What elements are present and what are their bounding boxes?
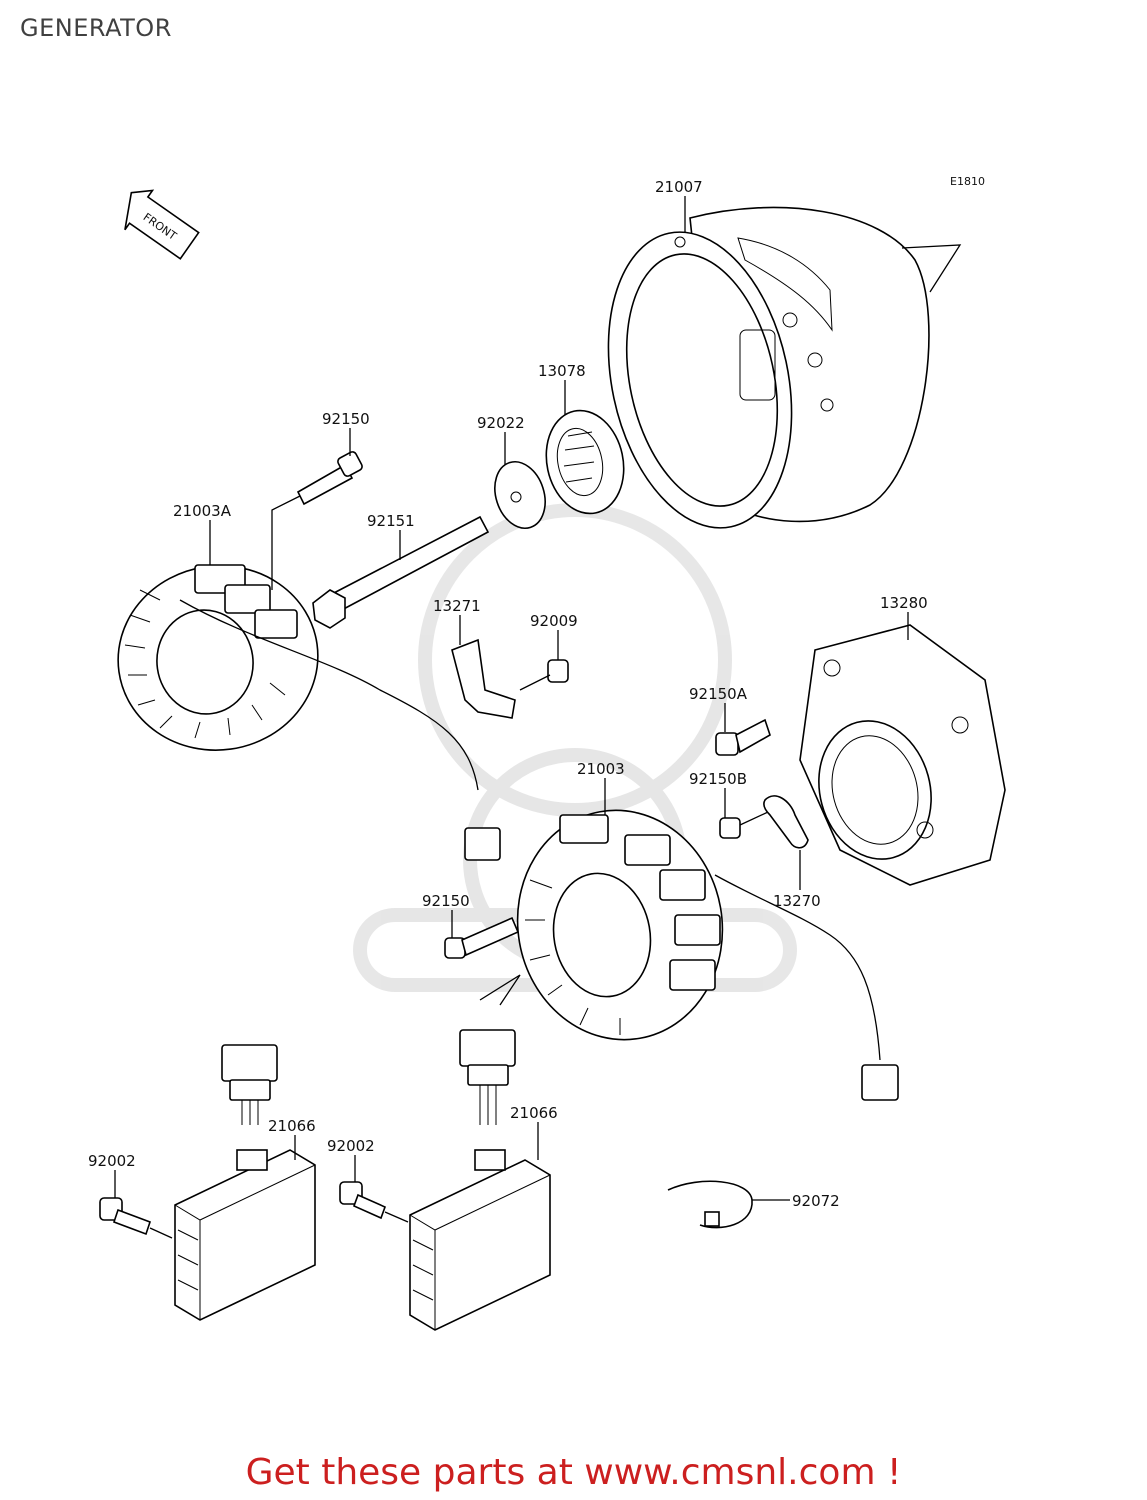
diagram-code: E1810 <box>950 175 985 188</box>
label-92151: 92151 <box>367 512 415 530</box>
label-13280: 13280 <box>880 594 928 612</box>
bolt-92002-right[interactable] <box>339 1181 409 1223</box>
regulator-21066-right[interactable] <box>409 1029 551 1331</box>
label-13271: 13271 <box>433 597 481 615</box>
stator-21003[interactable] <box>479 794 899 1101</box>
rotor-21007[interactable] <box>583 206 962 545</box>
label-21003: 21003 <box>577 760 625 778</box>
bolt-92151[interactable] <box>312 515 490 629</box>
label-13078: 13078 <box>538 362 586 380</box>
front-arrow-icon: FRONT <box>124 189 200 260</box>
bolt-92009[interactable] <box>519 659 569 691</box>
label-92022: 92022 <box>477 414 525 432</box>
buy-parts-link[interactable]: Get these parts at www.cmsnl.com ! <box>245 1452 902 1493</box>
label-92002-right: 92002 <box>327 1137 375 1155</box>
bolt-92150-middle[interactable] <box>444 916 520 959</box>
label-92072: 92072 <box>792 1192 840 1210</box>
cover-13280[interactable] <box>799 624 1006 886</box>
page-title: GENERATOR <box>20 14 172 42</box>
label-21007: 21007 <box>655 178 703 196</box>
label-13270: 13270 <box>773 892 821 910</box>
stator-21003A[interactable] <box>106 553 501 861</box>
label-92150A: 92150A <box>689 685 748 703</box>
washer-92022[interactable] <box>487 455 554 535</box>
label-92150-middle: 92150 <box>422 892 470 910</box>
gear-13078[interactable] <box>537 403 633 521</box>
label-92150-top: 92150 <box>322 410 370 428</box>
label-92002-left: 92002 <box>88 1152 136 1170</box>
regulator-21066-left[interactable] <box>174 1044 316 1321</box>
cable-tie-92072[interactable] <box>667 1180 753 1229</box>
label-21066-right: 21066 <box>510 1104 558 1122</box>
bolt-92150-top[interactable] <box>296 450 364 506</box>
label-21003A: 21003A <box>173 502 232 520</box>
label-21066-left: 21066 <box>268 1117 316 1135</box>
bolt-92150A[interactable] <box>715 718 771 756</box>
bolt-92150B[interactable] <box>719 811 769 839</box>
plate-13270[interactable] <box>763 795 809 849</box>
label-92150B: 92150B <box>689 770 747 788</box>
label-92009: 92009 <box>530 612 578 630</box>
plate-13271[interactable] <box>451 638 516 719</box>
bolt-92002-left[interactable] <box>99 1197 173 1239</box>
